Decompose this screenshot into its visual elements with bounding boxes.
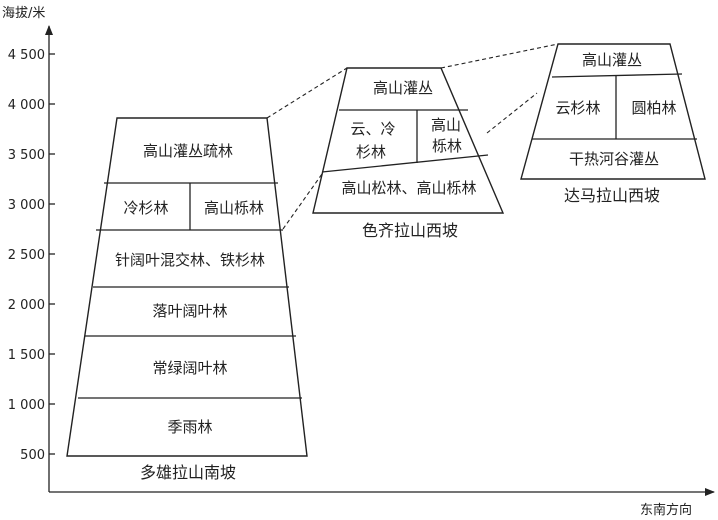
zone-label-fir: 冷杉林	[123, 199, 168, 217]
connector-lines	[266, 43, 559, 230]
tick-label: 500	[20, 448, 45, 463]
x-axis-label: 东南方向	[640, 502, 692, 518]
zone-divider	[321, 154, 489, 173]
tick-label: 1 500	[8, 348, 45, 363]
mountain-caption: 多雄拉山南坡	[140, 463, 236, 482]
zone-label-mixed-forest: 针阔叶混交林、铁杉林	[115, 251, 265, 269]
zone-label-alpine-scrub: 高山灌丛	[582, 51, 642, 69]
mountain-duoxiong: 高山灌丛疏林 冷杉林 高山栎林 针阔叶混交林、铁杉林 落叶阔叶林 常绿阔叶林 季…	[66, 117, 308, 482]
zone-label-spruce: 云杉林	[555, 99, 600, 117]
tick-label: 3 500	[8, 148, 45, 163]
zone-divider	[551, 73, 683, 78]
zone-label-pine-oak: 高山松林、高山栎林	[341, 179, 476, 197]
mountain-dama: 高山灌丛 云杉林 圆柏林 干热河谷灌丛 达马拉山西坡	[520, 43, 706, 205]
y-axis-label: 海拔/米	[2, 6, 45, 21]
tick-label: 2 000	[8, 298, 45, 313]
zone-label-deciduous: 落叶阔叶林	[152, 302, 227, 320]
zone-label-oak-line2: 栎林	[432, 137, 462, 155]
zone-label-alpine-scrub: 高山灌丛	[373, 79, 433, 97]
tick-label: 2 500	[8, 248, 45, 263]
axes: 海拔/米 东南方向 500 1 000 1 500 2 000 2 500 3 …	[2, 6, 715, 518]
zone-label-dry-valley-scrub: 干热河谷灌丛	[569, 150, 659, 168]
zone-label-evergreen: 常绿阔叶林	[152, 359, 227, 377]
zone-label-juniper: 圆柏林	[631, 99, 676, 117]
zone-label-alpine-oak: 高山栎林	[204, 199, 264, 217]
zone-label-alpine-scrub-sparse: 高山灌丛疏林	[143, 142, 233, 160]
tick-label: 1 000	[8, 398, 45, 413]
mountain-caption: 达马拉山西坡	[564, 186, 660, 205]
connector-dash	[282, 173, 323, 230]
mountain-outline	[520, 43, 706, 180]
connector-dash	[266, 67, 348, 119]
y-ticks: 500 1 000 1 500 2 000 2 500 3 000 3 500 …	[8, 48, 55, 463]
connector-dash	[440, 43, 559, 69]
zone-label-spruce-fir-line1: 云、冷	[350, 120, 395, 138]
mountain-seqila: 高山灌丛 云、冷 杉林 高山 栎林 高山松林、高山栎林 色齐拉山西坡	[312, 67, 505, 240]
tick-label: 4 000	[8, 98, 45, 113]
tick-label: 3 000	[8, 198, 45, 213]
connector-dash	[486, 92, 538, 134]
tick-label: 4 500	[8, 48, 45, 63]
zone-label-oak-line1: 高山	[431, 116, 461, 134]
zone-label-spruce-fir-line2: 杉林	[356, 143, 386, 161]
mountain-outline	[312, 67, 505, 214]
mountain-caption: 色齐拉山西坡	[362, 221, 458, 240]
zone-label-monsoon: 季雨林	[167, 418, 212, 436]
